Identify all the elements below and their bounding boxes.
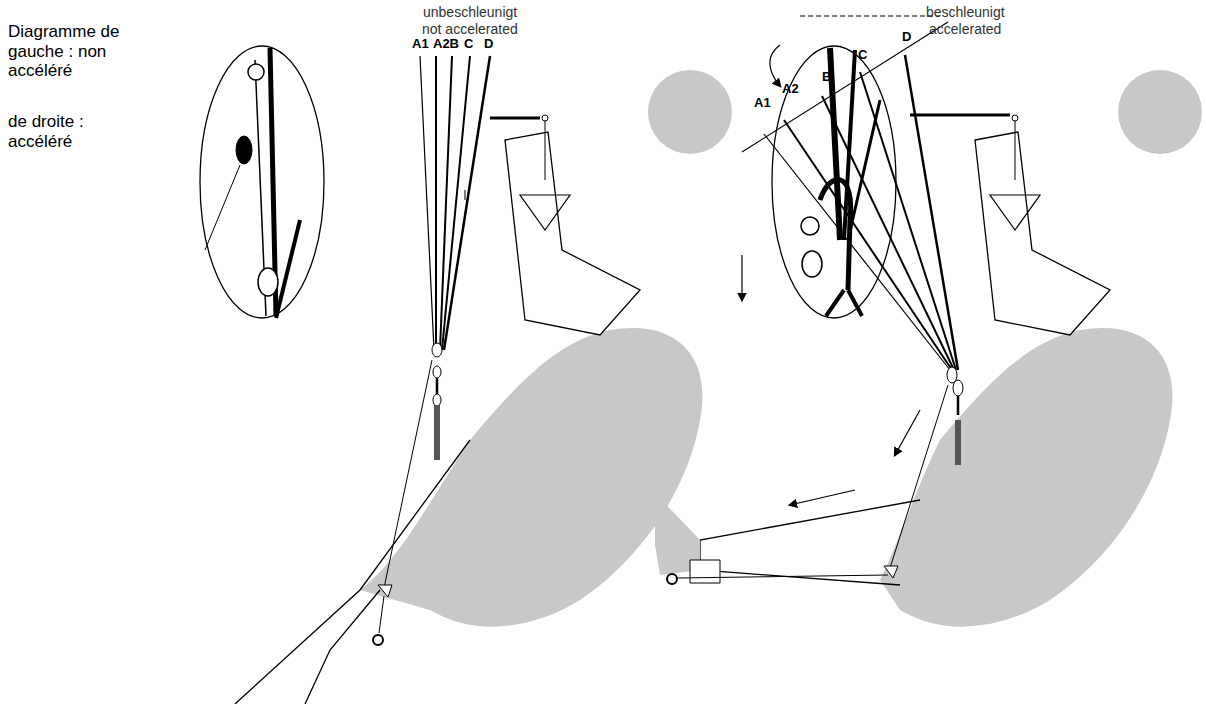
zoom-unaccelerated — [200, 46, 324, 318]
state-label: accelerated — [929, 21, 1001, 37]
riser-name: A2B — [433, 37, 459, 52]
riser-name: C — [858, 48, 867, 63]
caption-note: de droite : accéléré — [8, 112, 126, 151]
riser-name: A2 — [782, 82, 799, 97]
risers-accelerated — [667, 16, 1040, 584]
riser-name: A1 — [412, 37, 429, 52]
caption-note: Diagramme de gauche : non accéléré — [8, 22, 126, 81]
pilot-unaccelerated — [235, 70, 732, 704]
state-label: not accelerated — [422, 21, 518, 37]
riser-name: D — [484, 37, 493, 52]
riser-name: D — [902, 30, 911, 45]
state-label: unbeschleunigt — [423, 4, 517, 20]
risers-unaccelerated — [373, 56, 570, 645]
zoom-accelerated — [772, 46, 896, 318]
riser-name: C — [464, 37, 473, 52]
riser-name: B — [822, 70, 831, 85]
pilot-accelerated — [655, 70, 1202, 627]
state-label: beschleunigt — [926, 4, 1005, 20]
riser-name: A1 — [754, 96, 771, 111]
